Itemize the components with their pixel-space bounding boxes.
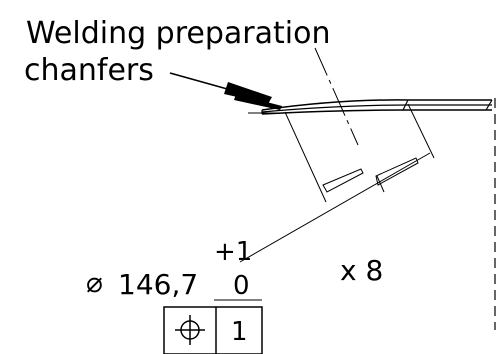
annotation-line-2: chanfers	[24, 53, 154, 88]
tolerance-lower: 0	[233, 271, 250, 301]
diameter-value: 146,7	[118, 268, 198, 301]
annotation-line-1: Welding preparation	[26, 16, 330, 51]
leader-arrowhead-1	[224, 82, 272, 104]
leader-arrowhead-2	[234, 94, 282, 110]
annotation-leader	[169, 72, 282, 110]
hole-centerline	[314, 47, 359, 146]
diameter-dimension-line	[239, 152, 431, 263]
extension-line-right	[407, 103, 435, 159]
part-profile	[248, 99, 493, 115]
tolerance-upper: +1	[214, 237, 252, 267]
diameter-symbol: ⌀	[86, 266, 103, 299]
dimension-arrow-2	[375, 157, 419, 186]
quantity-label: x 8	[340, 254, 383, 287]
position-icon	[175, 315, 205, 345]
fcf-datum: 1	[231, 317, 248, 347]
feature-control-frame: 1	[163, 306, 263, 354]
dimension-arrow-1	[322, 168, 364, 193]
extension-line-left	[284, 111, 327, 203]
